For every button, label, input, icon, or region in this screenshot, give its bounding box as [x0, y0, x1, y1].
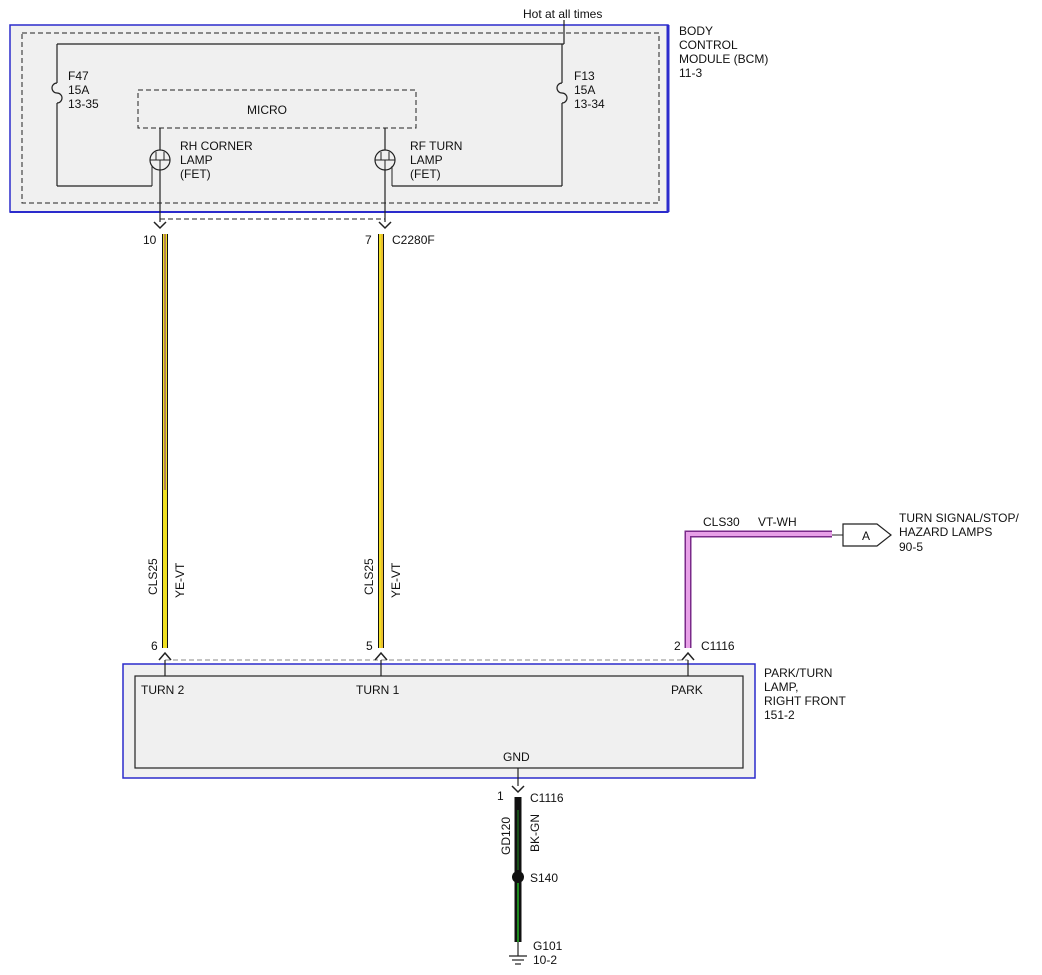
ground-symbol-icon — [509, 942, 527, 965]
wire-park-color: VT-WH — [758, 515, 797, 529]
fuse-f47-icon — [51, 82, 63, 104]
lamp-connector-label: C1116 — [701, 639, 735, 653]
connector-pin7-icon — [378, 221, 392, 230]
lamp-connector-c1116: 6 5 2 C1116 — [151, 639, 735, 661]
connector-c2280f: 10 7 C2280F — [143, 218, 435, 247]
fet-right-line3: (FET) — [410, 167, 441, 181]
pin-10-label: 10 — [143, 233, 157, 247]
fet-right-line2: LAMP — [410, 153, 443, 167]
pin-2-label: 2 — [674, 639, 681, 653]
connector-pin10-icon — [153, 221, 167, 230]
body-control-module: Hot at all times F47 15A 13-35 F13 15A 1… — [9, 7, 768, 222]
wire-middle-color: YE-VT — [389, 562, 403, 598]
pin-6-label: 6 — [151, 639, 158, 653]
offpage-label-line1: TURN SIGNAL/STOP/ — [899, 511, 1019, 525]
micro-label: MICRO — [247, 103, 287, 117]
fet-right-line1: RF TURN — [410, 139, 462, 153]
terminal-turn1: TURN 1 — [356, 683, 400, 697]
connector-c2280f-label: C2280F — [392, 233, 435, 247]
bcm-title-line3: MODULE (BCM) — [679, 52, 768, 66]
ground-ref-label: 10-2 — [533, 953, 557, 967]
lamp-pin2-icon — [681, 651, 695, 661]
lamp-box — [122, 663, 756, 779]
fuse-left-name: F47 — [68, 69, 89, 83]
lamp-title-line1: PARK/TURN — [764, 666, 832, 680]
offpage-connector-a[interactable]: A TURN SIGNAL/STOP/ HAZARD LAMPS 90-5 — [832, 511, 1019, 554]
bcm-inner-dashed — [21, 32, 660, 204]
hot-at-all-times-label: Hot at all times — [523, 7, 602, 21]
fet-left-line1: RH CORNER — [180, 139, 253, 153]
ground-circuit: 1 C1116 GD120 BK-GN S140 G101 10-2 — [497, 768, 564, 967]
lamp-title-line2: LAMP, — [764, 680, 798, 694]
lamp-ref: 151-2 — [764, 708, 795, 722]
fuse-right-rating: 15A — [574, 83, 595, 97]
terminal-turn2: TURN 2 — [141, 683, 185, 697]
pin-5-label: 5 — [366, 639, 373, 653]
splice-s140-icon — [512, 871, 524, 883]
terminal-park: PARK — [671, 683, 703, 697]
wire-park-cls30: CLS30 VT-WH — [684, 515, 832, 648]
lamp-inner-box — [134, 675, 744, 769]
lamp-pin5-icon — [374, 651, 388, 661]
pin-7-label: 7 — [365, 233, 372, 247]
offpage-arrow-icon[interactable] — [842, 523, 892, 547]
fuse-right-name: F13 — [574, 69, 595, 83]
park-turn-lamp-right-front: TURN 2 TURN 1 PARK GND PARK/TURN LAMP, R… — [122, 660, 846, 779]
offpage-letter: A — [862, 529, 870, 543]
bcm-ref: 11-3 — [679, 66, 702, 80]
offpage-label-line2: HAZARD LAMPS — [899, 525, 992, 539]
fuse-left-rating: 15A — [68, 83, 89, 97]
fuse-f13-icon — [556, 82, 568, 104]
bcm-title-line1: BODY — [679, 24, 713, 38]
fet-left-line2: LAMP — [180, 153, 213, 167]
wire-middle-circuit: CLS25 — [362, 558, 376, 595]
wire-left-color: YE-VT — [173, 562, 187, 598]
ground-circuit-label: GD120 — [499, 817, 513, 855]
bcm-title-line2: CONTROL — [679, 38, 738, 52]
lamp-pin6-icon — [158, 651, 172, 661]
micro-box — [137, 89, 417, 129]
offpage-ref: 90-5 — [899, 540, 923, 554]
ground-pin-label: 1 — [497, 789, 504, 803]
ground-connector-label: C1116 — [530, 791, 564, 805]
terminal-gnd: GND — [503, 750, 530, 764]
wire-left-cls25: CLS25 YE-VT — [146, 234, 187, 648]
lamp-title-line3: RIGHT FRONT — [764, 694, 846, 708]
wire-park-circuit: CLS30 — [703, 515, 740, 529]
fet-left-line3: (FET) — [180, 167, 211, 181]
wire-left-circuit: CLS25 — [146, 558, 160, 595]
ground-pin1-icon — [511, 785, 525, 794]
splice-label: S140 — [530, 871, 558, 885]
fuse-right-ref: 13-34 — [574, 97, 605, 111]
ground-color-label: BK-GN — [528, 814, 542, 852]
ground-point-label: G101 — [533, 939, 563, 953]
wire-middle-cls25: CLS25 YE-VT — [362, 234, 403, 648]
fuse-left-ref: 13-35 — [68, 97, 99, 111]
